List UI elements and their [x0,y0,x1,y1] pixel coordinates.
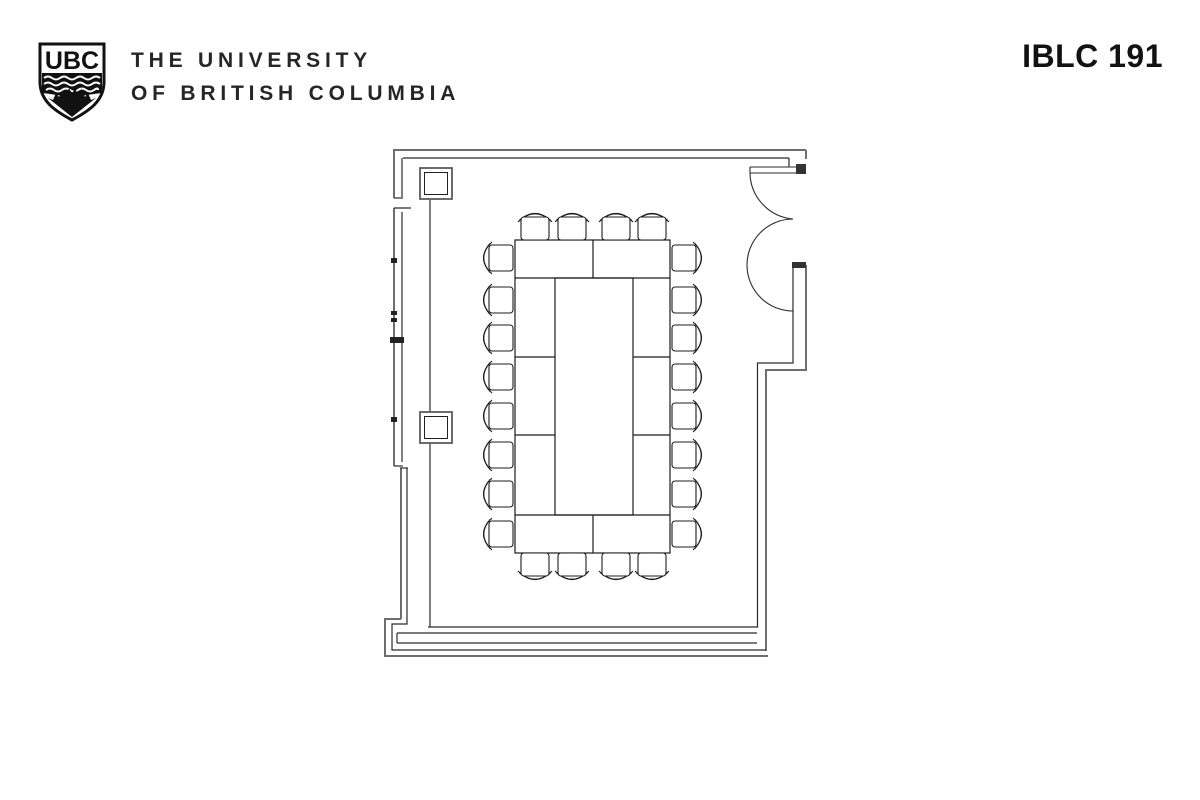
chair [601,216,631,241]
chair [694,243,702,273]
chair [671,244,697,272]
column [424,416,448,439]
chair [671,520,697,548]
chair [694,440,702,470]
chair [488,480,514,508]
column [424,172,448,195]
window-mullions [390,258,404,422]
chair [671,286,697,314]
wave-line-icon [43,75,101,81]
chair [557,216,587,241]
chair [520,216,550,241]
chair [520,552,550,577]
ubc-monogram: UBC [45,47,99,75]
chair [694,401,702,431]
university-name-line2: OF BRITISH COLUMBIA [131,82,461,105]
university-name: THE UNIVERSITY OF BRITISH COLUMBIA [131,44,460,110]
chair [483,323,491,353]
chair [694,519,702,549]
header: UBC THE UNIVERSITY OF BRITISH COLUMBIA I… [0,0,1200,130]
chair [488,324,514,352]
chair [671,441,697,469]
chairs [482,212,703,581]
chair [601,552,631,577]
chair [483,243,491,273]
chair [488,286,514,314]
chair [671,324,697,352]
sunburst-icon [48,88,96,117]
chair [483,479,491,509]
chair [671,402,697,430]
chair [557,552,587,577]
chair [694,285,702,315]
chair [483,401,491,431]
columns [419,167,453,444]
chair [694,362,702,392]
chair [488,520,514,548]
chair [483,285,491,315]
chair [483,440,491,470]
chair [488,441,514,469]
chair [637,552,667,577]
chair [671,363,697,391]
room-code: IBLC 191 [1022,38,1163,74]
chair [483,362,491,392]
chair [483,519,491,549]
chair [637,216,667,241]
university-name-line1: THE UNIVERSITY [131,49,373,72]
chair [694,479,702,509]
chair [694,323,702,353]
chair [488,402,514,430]
door-swing [746,164,806,312]
chair [488,363,514,391]
ubc-logo: UBC [38,42,106,122]
chair [488,244,514,272]
wave-line-icon [43,81,101,87]
conference-table [514,239,671,554]
chair [671,480,697,508]
